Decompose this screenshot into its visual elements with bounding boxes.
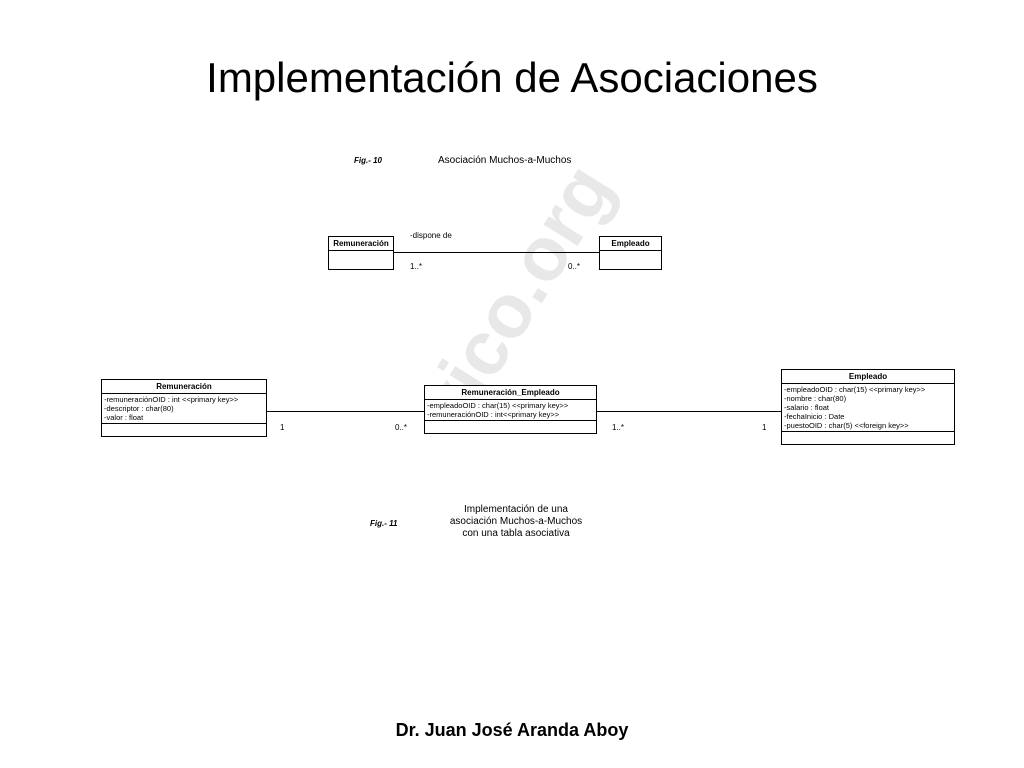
caption-line: asociación Muchos-a-Muchos [449, 516, 583, 527]
fig11-caption: Implementación de una asociación Muchos-… [426, 504, 606, 540]
attribute: -salario : float [784, 403, 830, 412]
fig10-mult-right: 0..* [568, 262, 581, 271]
fig10-label: Fig.- 10 [354, 156, 383, 165]
class-attributes: -remuneraciónOID : int <<primary key>> -… [102, 394, 266, 424]
class-name: Empleado [600, 237, 661, 251]
fig11-mult-assoc-right: 1..* [612, 423, 625, 432]
caption-line: Implementación de una [464, 504, 568, 515]
class-attributes: -empleadoOID : char(15) <<primary key>> … [425, 400, 596, 421]
class-name: Remuneración [329, 237, 393, 251]
class-attributes: -empleadoOID : char(15) <<primary key>> … [782, 384, 954, 432]
fig11-line-left [266, 411, 424, 412]
fig11-line-right [596, 411, 781, 412]
footer-author: Dr. Juan José Aranda Aboy [395, 720, 629, 740]
attribute: -puestoOID : char(5) <<foreign key>> [784, 421, 909, 430]
attribute: -empleadoOID : char(15) <<primary key>> [427, 401, 569, 410]
fig10-association-line [393, 252, 599, 253]
attribute: -remuneraciónOID : int<<primary key>> [427, 410, 560, 419]
attribute: -valor : float [104, 413, 144, 422]
caption-line: con una tabla asociativa [462, 528, 570, 539]
fig11-class-remuneracion-empleado: Remuneración_Empleado -empleadoOID : cha… [424, 385, 597, 434]
class-name: Remuneración [102, 380, 266, 394]
fig11-mult-rem: 1 [280, 423, 285, 432]
fig11-class-empleado: Empleado -empleadoOID : char(15) <<prima… [781, 369, 955, 445]
attribute: -descriptor : char(80) [104, 404, 174, 413]
class-name: Remuneración_Empleado [425, 386, 596, 400]
class-operations [102, 424, 266, 436]
attribute: -empleadoOID : char(15) <<primary key>> [784, 385, 926, 394]
slide-title: Implementación de Asociaciones [206, 54, 818, 101]
fig11-mult-assoc-left: 0..* [395, 423, 408, 432]
attribute: -nombre : char(80) [784, 394, 847, 403]
class-operations [425, 421, 596, 433]
fig11-mult-emp: 1 [762, 423, 767, 432]
class-name: Empleado [782, 370, 954, 384]
fig10-class-empleado: Empleado [599, 236, 662, 270]
attribute: -fechaInicio : Date [784, 412, 845, 421]
fig10-class-remuneracion: Remuneración [328, 236, 394, 270]
attribute: -remuneraciónOID : int <<primary key>> [104, 395, 239, 404]
class-operations [782, 432, 954, 444]
fig11-class-remuneracion: Remuneración -remuneraciónOID : int <<pr… [101, 379, 267, 437]
fig10-mult-left: 1..* [410, 262, 423, 271]
fig10-caption: Asociación Muchos-a-Muchos [438, 155, 572, 166]
fig10-role: -dispone de [410, 231, 452, 240]
fig11-label: Fig.- 11 [370, 519, 398, 528]
